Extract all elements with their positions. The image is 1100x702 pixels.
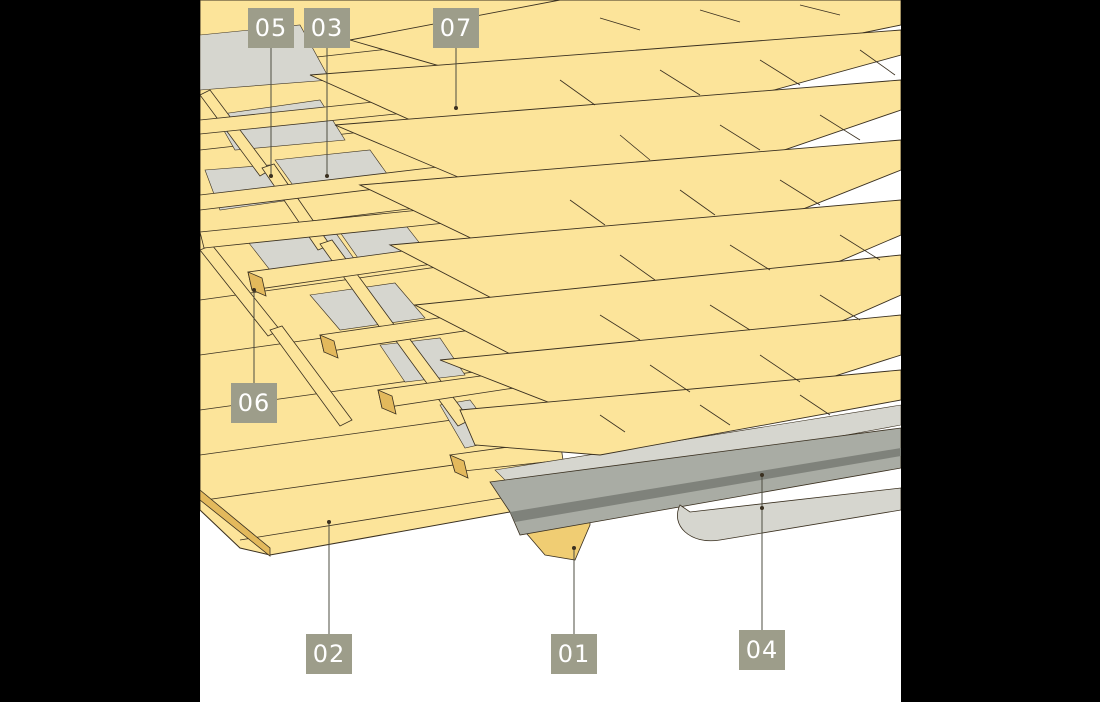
callout-01: 01 [551, 634, 597, 674]
leader-dots [252, 106, 764, 550]
callout-05: 05 [248, 8, 294, 48]
shingle-joints [559, 4, 896, 433]
right-frame [901, 0, 1100, 702]
callout-07: 07 [433, 8, 479, 48]
batten-ends [247, 271, 469, 479]
callout-06: 06 [231, 383, 277, 423]
callout-03: 03 [304, 8, 350, 48]
gutter [677, 487, 901, 542]
callout-02: 02 [306, 634, 352, 674]
leader-lines [253, 48, 763, 635]
shingle-rows [309, 0, 901, 456]
left-frame [0, 0, 200, 702]
callout-04: 04 [739, 630, 785, 670]
eave-flashing-lip [510, 448, 901, 522]
sheathing-edge [200, 489, 271, 557]
